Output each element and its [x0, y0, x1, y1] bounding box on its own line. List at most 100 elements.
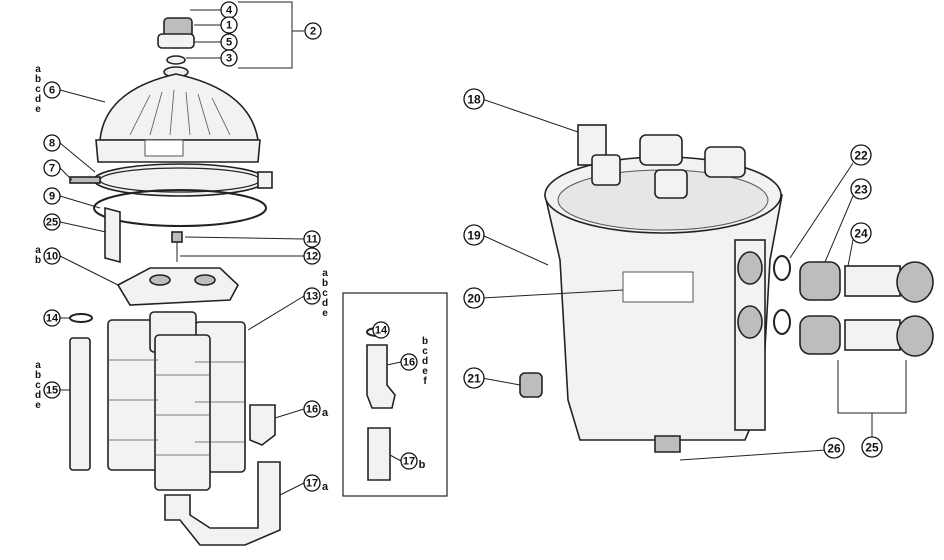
callout-circle — [303, 474, 321, 492]
variant-letter: e — [322, 308, 328, 319]
filter-lid — [95, 73, 261, 163]
callout-number: 14 — [375, 325, 388, 337]
callout-number: 16 — [403, 357, 415, 369]
callout-circle — [850, 178, 872, 200]
variant-letter: c — [35, 84, 41, 95]
leader-lines — [59, 1, 907, 496]
callout-24: 24 — [850, 222, 872, 244]
callout-circle — [43, 309, 61, 327]
callout-6: 6 — [43, 81, 61, 99]
variant-letter: a — [35, 64, 41, 75]
variant-letter: a — [35, 360, 41, 371]
callout-number: 3 — [226, 53, 232, 65]
variant-letter: b — [422, 336, 428, 347]
variant-letter: b — [35, 74, 41, 85]
filter-tank — [544, 124, 783, 453]
inset-parts — [366, 327, 396, 481]
callout-circle — [463, 287, 485, 309]
callout-23: 23 — [850, 178, 872, 200]
callout-circle — [850, 144, 872, 166]
callout-number: 17 — [306, 478, 318, 490]
variant-letter: c — [322, 288, 328, 299]
callout-number: 1 — [226, 20, 232, 32]
callout-11: 11 — [303, 230, 321, 248]
callout-10: 10 — [43, 247, 61, 265]
callout-number: 17 — [403, 456, 415, 468]
callout-2: 2 — [304, 22, 322, 40]
variant-letter: a — [322, 268, 328, 279]
callout-circle — [303, 247, 321, 265]
callout-number: 8 — [49, 138, 55, 150]
callout-8: 8 — [43, 134, 61, 152]
callout-number: 23 — [854, 183, 868, 197]
callout-number: 19 — [467, 229, 481, 243]
inset-frame — [342, 292, 448, 497]
variant-letter: e — [35, 104, 41, 115]
manifold — [116, 231, 239, 306]
callout-number: 18 — [467, 93, 481, 107]
callout-number: 6 — [49, 85, 55, 97]
callout-1: 1 — [220, 16, 238, 34]
callout-17: 17 b — [400, 452, 426, 471]
callout-19: 19 — [463, 224, 485, 246]
variant-letter: e — [422, 366, 428, 377]
variant-letter: a — [35, 245, 41, 256]
callout-suffix: b — [419, 459, 426, 471]
callout-7: 7 — [43, 159, 61, 177]
callout-number: 15 — [46, 385, 58, 397]
variant-letter: c — [35, 380, 41, 391]
variant-letter: c — [422, 346, 428, 357]
callout-circle — [303, 230, 321, 248]
callout-22: 22 — [850, 144, 872, 166]
union-fittings — [773, 255, 934, 357]
callout-14: 14 — [372, 321, 390, 339]
callout-circle — [400, 353, 418, 371]
callout-circle — [303, 287, 321, 305]
callout-20: 20 — [463, 287, 485, 309]
callout-circle — [43, 187, 61, 205]
callout-circle — [220, 49, 238, 67]
callout-3: 3 — [220, 49, 238, 67]
elbows-and-pipes — [164, 404, 281, 546]
variant-letter: b — [322, 278, 328, 289]
callout-number: 13 — [306, 291, 318, 303]
callout-circle — [823, 437, 845, 459]
callout-circle — [400, 452, 418, 470]
callout-number: 24 — [854, 227, 868, 241]
callout-number: 25 — [865, 441, 879, 455]
clamp-ring — [69, 163, 273, 264]
callout-circle — [463, 88, 485, 110]
callout-number: 25 — [46, 217, 58, 229]
callout-circle — [850, 222, 872, 244]
callout-circle — [43, 213, 61, 231]
callout-number: 5 — [226, 37, 232, 49]
callout-circle — [220, 16, 238, 34]
variant-letter: d — [422, 356, 428, 367]
callout-9: 9 — [43, 187, 61, 205]
callout-number: 22 — [854, 149, 868, 163]
callout-circle — [303, 400, 321, 418]
callout-13: 13 — [303, 287, 321, 305]
callout-25: 25 — [861, 436, 883, 458]
callout-14: 14 — [43, 309, 61, 327]
callout-25: 25 — [43, 213, 61, 231]
callout-number: 21 — [467, 372, 481, 386]
callout-number: 9 — [49, 191, 55, 203]
callout-number: 11 — [306, 234, 318, 246]
callout-4: 4 — [220, 1, 238, 19]
callout-17: 17 a — [303, 474, 329, 493]
callout-12: 12 — [303, 247, 321, 265]
callout-circle — [43, 381, 61, 399]
callout-number: 12 — [306, 251, 318, 263]
variant-letter: b — [35, 370, 41, 381]
drain-plug — [519, 372, 543, 398]
callout-suffix: a — [322, 481, 329, 493]
callout-circle — [43, 159, 61, 177]
air-relief-valve — [157, 17, 195, 78]
variant-letter: f — [423, 376, 427, 387]
callout-suffix: a — [322, 407, 329, 419]
